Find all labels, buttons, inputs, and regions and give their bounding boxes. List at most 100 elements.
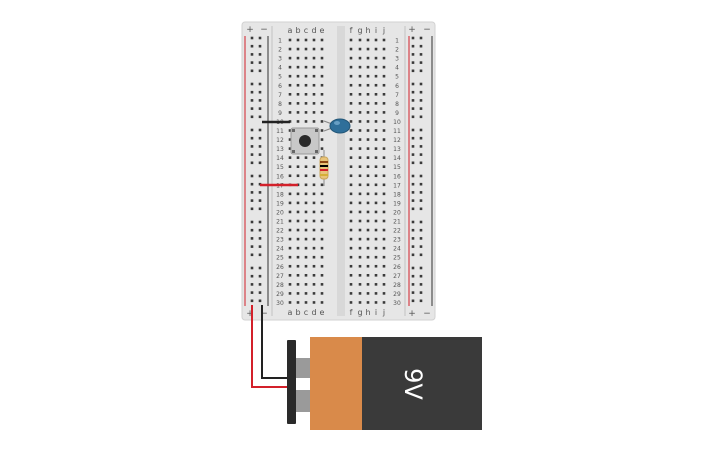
breadboard-hole[interactable] [250, 36, 254, 40]
breadboard-hole[interactable] [296, 246, 300, 250]
breadboard-hole[interactable] [411, 161, 415, 165]
breadboard-hole[interactable] [312, 210, 316, 214]
breadboard-hole[interactable] [366, 283, 370, 286]
breadboard-hole[interactable] [366, 129, 370, 132]
breadboard-hole[interactable] [366, 83, 370, 87]
breadboard-hole[interactable] [258, 253, 262, 257]
breadboard-hole[interactable] [374, 201, 378, 205]
breadboard-hole[interactable] [382, 38, 386, 42]
breadboard-hole[interactable] [349, 156, 353, 159]
breadboard-hole[interactable] [411, 36, 415, 40]
breadboard-hole[interactable] [296, 219, 300, 223]
breadboard-hole[interactable] [358, 237, 362, 241]
breadboard-hole[interactable] [419, 136, 423, 140]
breadboard-hole[interactable] [382, 183, 386, 187]
breadboard-hole[interactable] [288, 147, 292, 150]
breadboard-hole[interactable] [366, 301, 370, 304]
breadboard-hole[interactable] [358, 283, 362, 286]
breadboard-hole[interactable] [320, 274, 324, 277]
breadboard-hole[interactable] [411, 253, 415, 257]
breadboard-hole[interactable] [358, 111, 362, 114]
breadboard-hole[interactable] [411, 90, 415, 94]
breadboard-hole[interactable] [288, 255, 292, 259]
breadboard-hole[interactable] [411, 182, 415, 186]
breadboard-hole[interactable] [382, 65, 386, 69]
breadboard-hole[interactable] [312, 120, 316, 123]
breadboard-hole[interactable] [304, 174, 308, 178]
breadboard-hole[interactable] [258, 145, 262, 148]
breadboard-hole[interactable] [411, 44, 415, 48]
breadboard-hole[interactable] [411, 237, 415, 240]
breadboard-hole[interactable] [349, 165, 353, 168]
breadboard-hole[interactable] [288, 228, 292, 232]
breadboard-hole[interactable] [349, 93, 353, 96]
breadboard-hole[interactable] [296, 237, 300, 241]
breadboard-hole[interactable] [258, 44, 262, 48]
breadboard-hole[interactable] [411, 174, 415, 178]
breadboard-hole[interactable] [258, 161, 262, 165]
breadboard-hole[interactable] [419, 153, 423, 156]
breadboard-hole[interactable] [320, 228, 324, 232]
breadboard-hole[interactable] [374, 165, 378, 168]
breadboard-hole[interactable] [411, 153, 415, 156]
breadboard-hole[interactable] [312, 192, 316, 196]
breadboard-hole[interactable] [419, 115, 423, 119]
breadboard-hole[interactable] [419, 291, 423, 294]
breadboard-hole[interactable] [250, 115, 254, 119]
breadboard-hole[interactable] [349, 264, 353, 268]
breadboard-hole[interactable] [419, 107, 423, 110]
breadboard-hole[interactable] [366, 74, 370, 78]
breadboard-hole[interactable] [296, 255, 300, 259]
breadboard-hole[interactable] [358, 138, 362, 141]
breadboard-hole[interactable] [374, 283, 378, 286]
breadboard-hole[interactable] [288, 138, 292, 141]
breadboard-hole[interactable] [304, 283, 308, 286]
breadboard-hole[interactable] [320, 65, 324, 69]
breadboard-hole[interactable] [366, 102, 370, 105]
breadboard-hole[interactable] [419, 161, 423, 165]
breadboard-hole[interactable] [304, 301, 308, 304]
breadboard-hole[interactable] [374, 111, 378, 114]
breadboard-hole[interactable] [382, 192, 386, 196]
breadboard-hole[interactable] [304, 264, 308, 268]
breadboard-hole[interactable] [320, 47, 324, 51]
breadboard-hole[interactable] [258, 283, 262, 286]
breadboard-hole[interactable] [374, 246, 378, 250]
breadboard-hole[interactable] [320, 292, 324, 295]
breadboard-hole[interactable] [366, 111, 370, 114]
breadboard-hole[interactable] [382, 264, 386, 268]
breadboard-hole[interactable] [296, 38, 300, 42]
breadboard-hole[interactable] [366, 38, 370, 42]
breadboard-hole[interactable] [312, 183, 316, 187]
breadboard-hole[interactable] [250, 161, 254, 165]
breadboard-hole[interactable] [411, 61, 415, 64]
breadboard-hole[interactable] [250, 82, 254, 86]
breadboard-hole[interactable] [366, 93, 370, 96]
breadboard-hole[interactable] [358, 210, 362, 214]
breadboard-hole[interactable] [349, 219, 353, 223]
breadboard-hole[interactable] [258, 199, 262, 202]
breadboard-hole[interactable] [349, 174, 353, 178]
breadboard-hole[interactable] [374, 47, 378, 51]
breadboard-hole[interactable] [320, 102, 324, 105]
breadboard-hole[interactable] [320, 138, 324, 141]
breadboard-hole[interactable] [250, 44, 254, 48]
breadboard-hole[interactable] [312, 274, 316, 277]
breadboard-hole[interactable] [358, 56, 362, 60]
breadboard-hole[interactable] [349, 292, 353, 295]
breadboard-hole[interactable] [288, 210, 292, 214]
led[interactable] [323, 118, 351, 134]
breadboard-hole[interactable] [358, 192, 362, 196]
breadboard-hole[interactable] [288, 111, 292, 114]
breadboard-hole[interactable] [419, 283, 423, 286]
breadboard-hole[interactable] [366, 192, 370, 196]
breadboard-hole[interactable] [288, 38, 292, 42]
breadboard-hole[interactable] [374, 274, 378, 277]
breadboard-hole[interactable] [250, 182, 254, 186]
breadboard-hole[interactable] [374, 264, 378, 268]
breadboard-hole[interactable] [296, 264, 300, 268]
breadboard-hole[interactable] [250, 136, 254, 140]
breadboard-hole[interactable] [358, 174, 362, 178]
breadboard-hole[interactable] [304, 219, 308, 223]
